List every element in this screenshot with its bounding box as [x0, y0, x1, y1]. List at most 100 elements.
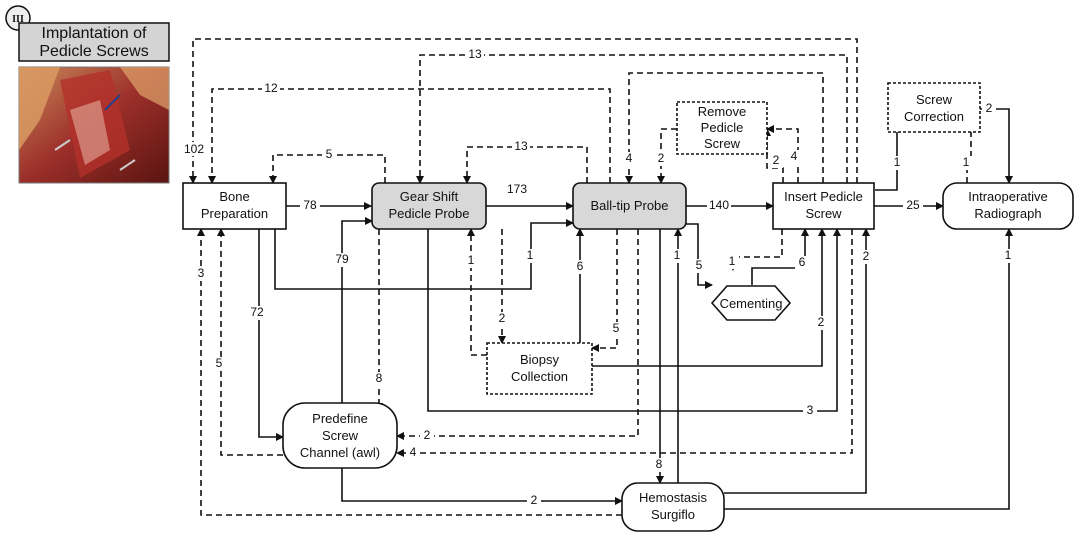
edge-predefine-to-hemo: [341, 468, 623, 505]
edge-label-biopsy-gear: 1: [468, 253, 475, 267]
node-gear-shift-pedicle-probe[interactable]: Gear Shift Pedicle Probe: [371, 182, 487, 230]
edge-label-cement-insert: 6: [799, 255, 806, 269]
node-predefine-screw-channel[interactable]: Predefine Screw Channel (awl): [282, 402, 398, 469]
edge-label-hemo-bone: 3: [198, 266, 205, 280]
edge-cement-to-insert: [751, 228, 809, 285]
edge-label-ball-insert: 140: [709, 198, 729, 212]
node-cementing-line1: Cementing: [720, 296, 783, 311]
edge-predefine-to-gear: [341, 217, 373, 403]
edge-label-ball-predefine: 2: [424, 428, 431, 442]
node-radio-line2: Radiograph: [974, 206, 1041, 221]
phase-header: III Implantation of Pedicle Screws: [5, 5, 170, 184]
edge-label-remove-insert: 4: [791, 149, 798, 163]
edge-hemo-to-radio: [724, 228, 1013, 510]
node-hemo-line2: Surgiflo: [651, 507, 695, 522]
phase-badge-label: III: [12, 14, 24, 25]
edge-label-ball-cement: 5: [696, 258, 703, 272]
node-correction-line2: Correction: [904, 109, 964, 124]
edge-gear-to-insert: [427, 228, 841, 412]
edge-lines: [189, 38, 1013, 516]
node-hemo-line1: Hemostasis: [639, 490, 707, 505]
edge-label-hemo-ball: 1: [674, 248, 681, 262]
edge-label-insert-ball: 4: [626, 151, 633, 165]
edge-count-labels: 102 5 13 13 12 78 173 140 25 2 2 4 4 1 1…: [184, 47, 1015, 508]
edge-insert-to-ball: [625, 72, 824, 184]
edge-label-gear-ball: 173: [507, 182, 527, 196]
edge-label-ball-gear: 13: [514, 139, 528, 153]
edge-label-predefine-bone: 5: [216, 356, 223, 370]
edge-insert-to-gear: [416, 54, 848, 184]
edge-ball-to-bone: [208, 88, 611, 184]
node-insert-line1: Insert Pedicle: [784, 189, 863, 204]
edge-label-ball-biopsy: 5: [613, 321, 620, 335]
edge-label-insert-bone: 102: [184, 142, 204, 156]
edge-ball-to-biopsy: [591, 229, 618, 352]
edge-ball-to-cement: [685, 223, 713, 289]
edge-insert-to-predefine: [396, 229, 853, 457]
edge-label-bone-predefine: 72: [250, 305, 264, 319]
edge-label-hemo-radio: 1: [1005, 248, 1012, 262]
phase-title-line1: Implantation of: [42, 25, 148, 42]
edge-label-correction-radio: 2: [986, 101, 993, 115]
edge-biopsy-to-insert: [592, 228, 826, 367]
node-layer: Bone Preparation Gear Shift Pedicle Prob…: [182, 82, 1074, 532]
node-correction-line1: Screw: [916, 92, 953, 107]
edge-label-remove-ball: 2: [658, 151, 665, 165]
node-insert-pedicle-screw[interactable]: Insert Pedicle Screw: [772, 182, 875, 230]
node-remove-line3: Screw: [704, 136, 741, 151]
node-bone-line2: Preparation: [201, 206, 268, 221]
edge-label-insert-cement: 1: [729, 254, 736, 268]
edge-label-insert-correction: 1: [894, 155, 901, 169]
node-cementing[interactable]: Cementing: [710, 285, 792, 321]
edge-label-ball-bone: 12: [264, 81, 278, 95]
node-remove-pedicle-screw[interactable]: Remove Pedicle Screw: [676, 101, 768, 155]
node-predefine-line3: Channel (awl): [300, 445, 380, 460]
edge-label-gear-insert: 3: [807, 403, 814, 417]
edge-bone-to-predefine: [258, 229, 284, 441]
edge-label-insert-remove: 2: [773, 153, 780, 167]
node-predefine-line2: Screw: [322, 428, 359, 443]
edge-insert-to-bone: [189, 38, 858, 184]
node-gear-line2: Pedicle Probe: [389, 206, 470, 221]
edge-label-bone-gear: 78: [303, 198, 317, 212]
edge-label-correction-insert: 1: [963, 155, 970, 169]
edge-bone-to-ball: [274, 219, 574, 290]
phase-title-line2: Pedicle Screws: [39, 43, 148, 60]
surgical-photo: [18, 66, 170, 184]
node-biopsy-line1: Biopsy: [520, 352, 560, 367]
edge-label-bone-ball: 1: [527, 248, 534, 262]
edge-label-insert-predefine: 4: [410, 445, 417, 459]
edge-hemo-to-bone: [197, 228, 622, 516]
node-remove-line2: Pedicle: [701, 120, 744, 135]
edge-label-gear-predefine: 8: [376, 371, 383, 385]
edge-label-predefine-gear: 79: [335, 252, 349, 266]
edge-label-hemo-insert: 2: [863, 249, 870, 263]
phase-title-box: [18, 22, 170, 62]
node-screw-correction[interactable]: Screw Correction: [887, 82, 981, 133]
edge-label-insert-radio: 25: [906, 198, 920, 212]
edge-insert-to-cement: [729, 229, 783, 271]
edge-label-gear-biopsy: 2: [499, 311, 506, 325]
edge-label-biopsy-insert: 2: [818, 315, 825, 329]
node-ball-tip-probe[interactable]: Ball-tip Probe: [572, 182, 687, 230]
node-bone-preparation[interactable]: Bone Preparation: [182, 182, 287, 230]
edge-ball-to-predefine: [396, 229, 639, 440]
node-intraoperative-radiograph[interactable]: Intraoperative Radiograph: [942, 182, 1074, 230]
node-radio-line1: Intraoperative: [968, 189, 1048, 204]
node-biopsy-line2: Collection: [511, 369, 568, 384]
node-predefine-line1: Predefine: [312, 411, 368, 426]
node-remove-line1: Remove: [698, 104, 746, 119]
node-ball-line1: Ball-tip Probe: [590, 198, 668, 213]
node-biopsy-collection[interactable]: Biopsy Collection: [486, 342, 593, 395]
node-hemostasis-surgiflo[interactable]: Hemostasis Surgiflo: [621, 482, 725, 532]
edge-correction-to-radio: [980, 108, 1013, 184]
edge-remove-to-insert: [766, 125, 799, 183]
node-gear-line1: Gear Shift: [400, 189, 459, 204]
edge-label-gear-bone: 5: [326, 147, 333, 161]
node-insert-line2: Screw: [805, 206, 842, 221]
edge-label-biopsy-ball: 6: [577, 259, 584, 273]
edge-label-predefine-hemo: 2: [531, 493, 538, 507]
edge-biopsy-to-gear: [467, 228, 487, 356]
node-bone-line1: Bone: [219, 189, 249, 204]
